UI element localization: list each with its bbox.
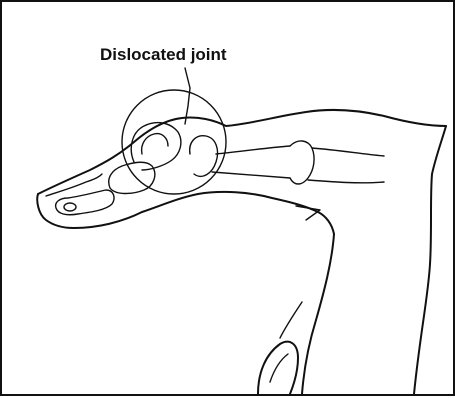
label-leader-line bbox=[185, 68, 190, 124]
thumb-outline bbox=[258, 342, 298, 394]
metacarpal-shaft-bottom bbox=[212, 172, 290, 178]
palm-outline-lower bbox=[302, 234, 334, 394]
middle-phalanx bbox=[109, 162, 155, 193]
palm-crease bbox=[280, 302, 302, 338]
metacarpal-head bbox=[190, 136, 218, 177]
proximal-phalanx-inner bbox=[142, 134, 168, 154]
finger-outline-bottom bbox=[74, 192, 334, 234]
next-bone-shaft-bottom bbox=[308, 180, 384, 183]
joint-highlight-circle bbox=[122, 90, 226, 194]
distal-bone-marrow bbox=[64, 203, 76, 211]
crease-arrow bbox=[296, 206, 320, 220]
palm-outline-right bbox=[414, 126, 446, 394]
distal-phalanx bbox=[56, 190, 114, 215]
metacarpal-shaft-top bbox=[216, 146, 290, 154]
thumb-crease bbox=[270, 354, 288, 382]
next-bone-segment bbox=[290, 141, 314, 184]
finger-outline-top bbox=[38, 110, 446, 194]
next-bone-shaft-top bbox=[312, 148, 384, 156]
